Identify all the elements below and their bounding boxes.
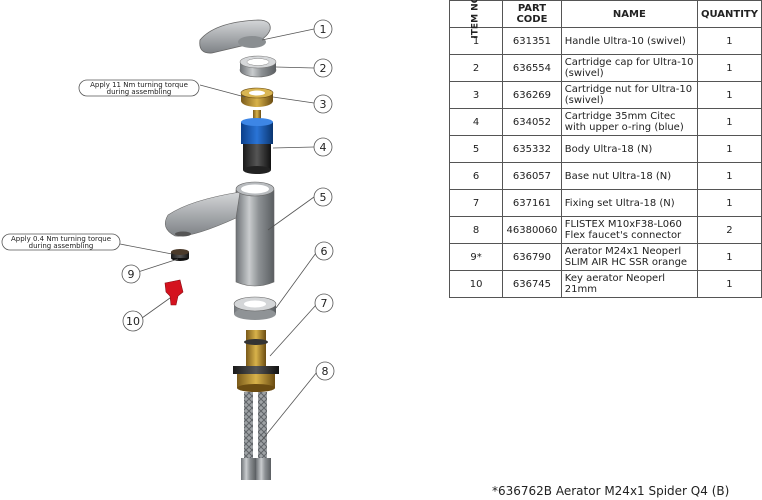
cell-code: 636057: [502, 162, 562, 190]
table-row: 10 636745 Key aerator Neoperl 21mm 1: [448, 270, 762, 298]
cell-item: 3: [448, 81, 504, 109]
table-row: 5 635332 Body Ultra-18 (N) 1: [448, 135, 762, 163]
cell-name: Fixing set Ultra-18 (N): [560, 189, 698, 217]
header-quantity: QUANTITY: [696, 0, 762, 28]
callout-3: 3: [320, 98, 327, 111]
torque-note-11nm: Apply 11 Nm turning torque during assemb…: [78, 79, 200, 97]
cell-qty: 1: [696, 189, 762, 217]
faucet-body-part: [164, 181, 275, 287]
header-name: NAME: [560, 0, 698, 28]
cell-name: Key aerator Neoperl 21mm: [560, 270, 698, 298]
cell-item: 8: [448, 216, 504, 244]
base-nut-part: [233, 296, 277, 320]
cell-code: 631351: [502, 27, 562, 55]
cell-item: 2: [448, 54, 504, 82]
cell-code: 637161: [502, 189, 562, 217]
callout-10: 10: [126, 315, 140, 328]
cell-qty: 1: [696, 54, 762, 82]
cell-code: 634052: [502, 108, 562, 136]
cell-name: FLISTEX M10xF38-L060 Flex faucet's conne…: [560, 216, 698, 244]
flex-hose-part: [241, 392, 271, 480]
cell-name: Handle Ultra-10 (swivel): [560, 27, 698, 55]
handle-part: [199, 19, 271, 54]
svg-text:during assembling: during assembling: [107, 88, 172, 96]
svg-text:during assembling: during assembling: [29, 242, 94, 250]
exploded-view-diagram: Apply 11 Nm turning torque during assemb…: [1, 19, 335, 480]
cell-name: Cartridge nut for Ultra-10 (swivel): [560, 81, 698, 109]
cell-code: 635332: [502, 135, 562, 163]
table-row: 8 46380060 FLISTEX M10xF38-L060 Flex fau…: [448, 216, 762, 244]
cell-item: 10: [448, 270, 504, 298]
cell-qty: 1: [696, 108, 762, 136]
cell-code: 636790: [502, 243, 562, 271]
cell-code: 46380060: [502, 216, 562, 244]
header-part-code: PART CODE: [502, 0, 562, 28]
table-row: 7 637161 Fixing set Ultra-18 (N) 1: [448, 189, 762, 217]
callout-6: 6: [321, 245, 328, 258]
cell-qty: 2: [696, 216, 762, 244]
aerator-footnote: *636762B Aerator M24x1 Spider Q4 (B): [492, 484, 730, 498]
cell-name: Cartridge cap for Ultra-10 (swivel): [560, 54, 698, 82]
parts-list-table: ITEM NO. PART CODE NAME QUANTITY 1 63135…: [448, 0, 762, 298]
callout-7: 7: [321, 297, 328, 310]
cartridge-nut-part: [240, 87, 274, 107]
cartridge-cap-part: [239, 55, 277, 78]
cell-qty: 1: [696, 135, 762, 163]
callout-5: 5: [320, 191, 327, 204]
cell-code: 636554: [502, 54, 562, 82]
cell-name: Base nut Ultra-18 (N): [560, 162, 698, 190]
table-row: 3 636269 Cartridge nut for Ultra-10 (swi…: [448, 81, 762, 109]
cell-item: 9*: [448, 243, 504, 271]
cell-name: Body Ultra-18 (N): [560, 135, 698, 163]
aerator-key-part: [164, 279, 184, 306]
cell-code: 636745: [502, 270, 562, 298]
callout-4: 4: [320, 141, 327, 154]
svg-text:Apply 11 Nm turning torque: Apply 11 Nm turning torque: [90, 81, 188, 89]
callout-circles: [121, 19, 335, 381]
cell-qty: 1: [696, 27, 762, 55]
table-row: 4 634052 Cartridge 35mm Citec with upper…: [448, 108, 762, 136]
cell-qty: 1: [696, 162, 762, 190]
table-row: 6 636057 Base nut Ultra-18 (N) 1: [448, 162, 762, 190]
cell-code: 636269: [502, 81, 562, 109]
cell-item: 5: [448, 135, 504, 163]
cell-qty: 1: [696, 81, 762, 109]
table-header-row: ITEM NO. PART CODE NAME QUANTITY: [448, 0, 762, 38]
callout-2: 2: [320, 62, 327, 75]
leader-lines: [119, 28, 318, 441]
callout-9: 9: [128, 268, 135, 281]
header-item-no: ITEM NO.: [448, 0, 504, 38]
cell-item: 4: [448, 108, 504, 136]
callout-numbers: 1 2 3 4 5 6 7 8 9 10: [126, 23, 329, 378]
table-row: 1 631351 Handle Ultra-10 (swivel) 1: [448, 27, 762, 55]
aerator-part: [171, 249, 189, 261]
table-row: 9* 636790 Aerator M24x1 Neoperl SLIM AIR…: [448, 243, 762, 271]
callout-1: 1: [320, 23, 327, 36]
cell-qty: 1: [696, 270, 762, 298]
table-row: 2 636554 Cartridge cap for Ultra-10 (swi…: [448, 54, 762, 82]
callout-8: 8: [322, 365, 329, 378]
cell-name: Aerator M24x1 Neoperl SLIM AIR HC SSR or…: [560, 243, 698, 271]
torque-note-04nm: Apply 0.4 Nm turning torque during assem…: [1, 233, 121, 251]
svg-text:Apply 0.4 Nm turning torque: Apply 0.4 Nm turning torque: [11, 235, 111, 243]
fixing-set-part: [233, 330, 279, 392]
cartridge-part: [241, 110, 273, 174]
cell-qty: 1: [696, 243, 762, 271]
cell-name: Cartridge 35mm Citec with upper o-ring (…: [560, 108, 698, 136]
cell-item: 6: [448, 162, 504, 190]
cell-item: 7: [448, 189, 504, 217]
